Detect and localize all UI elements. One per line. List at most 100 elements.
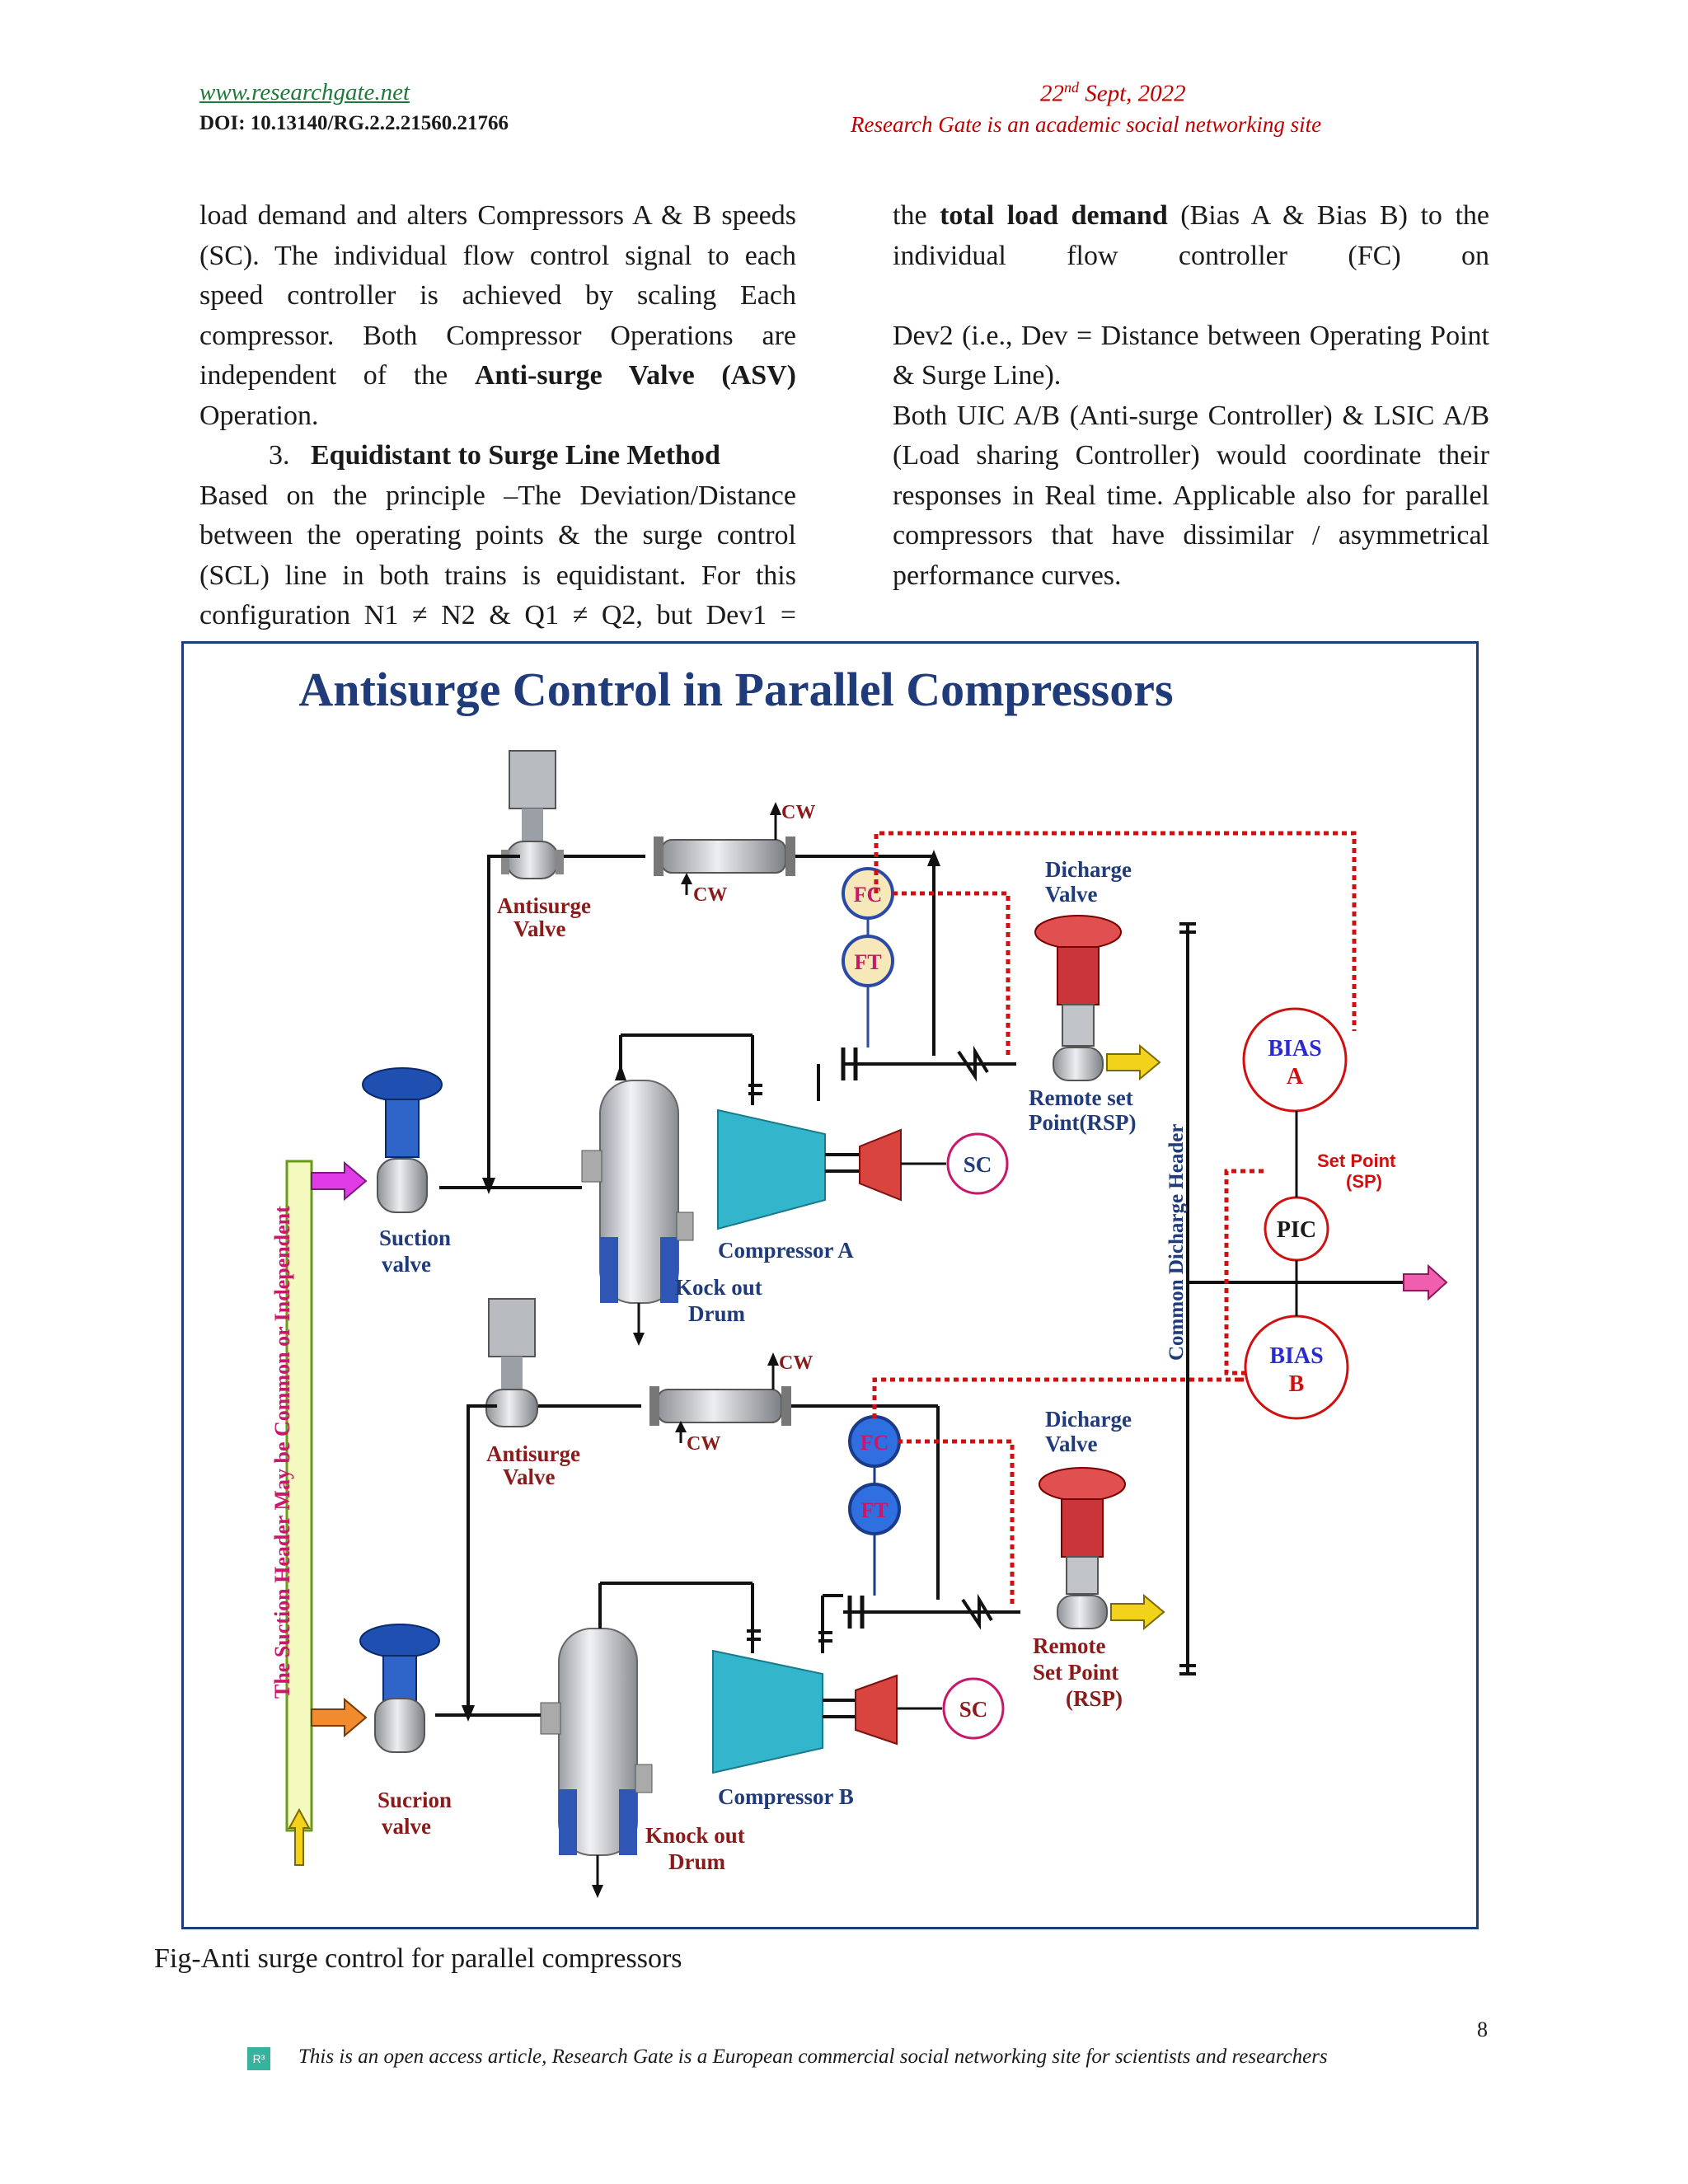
doi-value: : 10.13140/RG.2.2.21560.21766 xyxy=(238,112,509,134)
suction-valve-b xyxy=(359,1624,440,1753)
compressor-a-label: Compressor A xyxy=(718,1238,854,1263)
suction-a-label-1: Suction xyxy=(379,1226,451,1250)
site-link[interactable]: www.researchgate.net xyxy=(199,79,410,105)
ft-a-label: FT xyxy=(854,950,881,974)
discharge-valve-a xyxy=(1034,915,1122,1081)
cw-b-bottom: CW xyxy=(687,1433,720,1455)
asv-bold: Anti-surge Valve (ASV) xyxy=(474,360,796,391)
sc-b xyxy=(942,1677,1005,1740)
section-title: Equidistant to Surge Line Method xyxy=(311,440,720,471)
rsp-a-label-2: Point(RSP) xyxy=(1029,1110,1137,1135)
page-number: 8 xyxy=(1477,2018,1488,2041)
header-subtitle: Research Gate is an academic social netw… xyxy=(851,112,1322,137)
suction-a-label-2: valve xyxy=(382,1252,431,1277)
bias-a-label-1: BIAS xyxy=(1268,1036,1321,1062)
fc-a-label: FC xyxy=(854,883,883,907)
right-column: the total load demand (Bias A & Bias B) … xyxy=(893,196,1489,596)
figure-frame: Antisurge Control in Parallel Compressor… xyxy=(181,641,1479,1929)
rsp-b-label-2: Set Point xyxy=(1033,1660,1118,1685)
antisurge-valve-a xyxy=(501,750,564,879)
drum-a-label-1: Kock out xyxy=(675,1275,762,1300)
antisurge-valve-b xyxy=(485,1298,538,1427)
discharge-outlet-arrow xyxy=(1403,1263,1448,1301)
cooler-a xyxy=(654,837,795,876)
sc-a xyxy=(946,1132,1009,1195)
suction-inlet-arrow xyxy=(288,1807,311,1866)
sc-a-label: SC xyxy=(964,1152,992,1177)
suction-b-arrow xyxy=(311,1697,368,1738)
bias-b-label-1: BIAS xyxy=(1269,1343,1323,1369)
bias-a-label-2: A xyxy=(1287,1064,1304,1090)
ft-b-label: FT xyxy=(860,1498,888,1522)
cw-b-top: CW xyxy=(779,1352,813,1374)
right-para1-end: (Bias A & Bias B) to the individual flow… xyxy=(893,200,1489,271)
rsp-a-label-1: Remote set xyxy=(1029,1085,1133,1110)
sc-b-label: SC xyxy=(959,1697,988,1722)
driver-a xyxy=(859,1128,902,1202)
right-paragraph-1: the total load demand (Bias A & Bias B) … xyxy=(893,196,1489,276)
drum-a-label-2: Drum xyxy=(688,1301,745,1326)
antisurge-b-label-1: Antisurge xyxy=(486,1441,580,1466)
discharge-a-arrow xyxy=(1106,1043,1161,1081)
suction-a-arrow xyxy=(311,1160,368,1202)
bias-b-label-2: B xyxy=(1289,1371,1305,1397)
suction-header-bar xyxy=(285,1160,313,1832)
discharge-valve-b xyxy=(1039,1467,1126,1629)
suction-header-label: The Suction Header May be Common or Inde… xyxy=(270,1206,294,1699)
drum-b-label-1: Knock out xyxy=(645,1823,745,1848)
footer-note: This is an open access article, Research… xyxy=(298,2046,1328,2068)
total-load-bold: total load demand xyxy=(940,200,1168,231)
bias-a xyxy=(1242,1007,1348,1113)
setpoint-label-1: Set Point xyxy=(1317,1151,1396,1171)
left-paragraph-1: load demand and alters Compressors A & B… xyxy=(199,196,796,436)
discharge-b-label-1: Dicharge xyxy=(1045,1407,1132,1432)
common-header-label: Common Dicharge Header xyxy=(1165,1124,1188,1361)
left-column: load demand and alters Compressors A & B… xyxy=(199,196,796,636)
doi-label: DOI xyxy=(199,112,239,134)
left-para1-text: load demand and alters Compressors A & B… xyxy=(199,200,796,391)
left-para1-end: Operation. xyxy=(199,400,319,431)
antisurge-a-label-1: Antisurge xyxy=(497,893,591,918)
right-paragraph-2: Dev2 (i.e., Dev = Distance between Opera… xyxy=(893,320,1489,391)
antisurge-b-label-2: Valve xyxy=(503,1465,556,1489)
figure-title: Antisurge Control in Parallel Compressor… xyxy=(298,663,1173,716)
compressor-a xyxy=(717,1108,826,1230)
antisurge-a-label-2: Valve xyxy=(513,916,566,941)
knockout-drum-b xyxy=(540,1628,653,1856)
section-number: 3. xyxy=(269,440,290,471)
right-paragraph-3: Both UIC A/B (Anti-surge Controller) & L… xyxy=(893,400,1489,591)
train-a: Antisurge Valve CW CW FC FT xyxy=(362,750,1357,1346)
drum-b-label-2: Drum xyxy=(668,1849,725,1874)
date-rest: Sept, 2022 xyxy=(1079,80,1186,107)
suction-b-label-2: valve xyxy=(382,1814,431,1839)
figure-caption: Fig-Anti surge control for parallel comp… xyxy=(154,1943,682,1974)
left-paragraph-2: Based on the principle –The Deviation/Di… xyxy=(199,480,796,631)
discharge-b-label-2: Valve xyxy=(1045,1432,1098,1456)
suction-b-label-1: Sucrion xyxy=(377,1788,452,1812)
knockout-drum-a xyxy=(581,1080,694,1304)
rsp-b-label-3: (RSP) xyxy=(1066,1686,1123,1711)
date-day: 22 xyxy=(1040,80,1064,107)
rsp-b-label-1: Remote xyxy=(1033,1633,1105,1658)
researchgate-logo: R³ xyxy=(247,2047,270,2070)
cooler-b xyxy=(649,1386,791,1426)
compressor-b xyxy=(712,1649,823,1774)
compressor-b-label: Compressor B xyxy=(718,1784,854,1809)
discharge-b-arrow xyxy=(1110,1593,1165,1631)
cw-a-bottom: CW xyxy=(693,884,727,906)
discharge-a-label-1: Dicharge xyxy=(1045,857,1132,882)
publication-date: 22nd Sept, 2022 xyxy=(1040,79,1186,108)
pic-label: PIC xyxy=(1277,1217,1316,1243)
setpoint-label-2: (SP) xyxy=(1346,1171,1382,1192)
suction-valve-a xyxy=(362,1067,443,1213)
cw-a-top: CW xyxy=(781,802,815,823)
train-b: Antisurge Valve CW CW FC FT xyxy=(359,1298,1239,1898)
date-suffix: nd xyxy=(1064,79,1079,96)
right-para1-start: the xyxy=(893,200,940,231)
doi-line: DOI: 10.13140/RG.2.2.21560.21766 xyxy=(199,112,509,135)
fc-b-label: FC xyxy=(860,1431,889,1455)
discharge-a-label-2: Valve xyxy=(1045,882,1098,907)
section-heading: 3. Equidistant to Surge Line Method xyxy=(199,436,796,476)
antisurge-diagram: Antisurge Control in Parallel Compressor… xyxy=(270,663,1448,1898)
driver-b xyxy=(855,1674,898,1746)
